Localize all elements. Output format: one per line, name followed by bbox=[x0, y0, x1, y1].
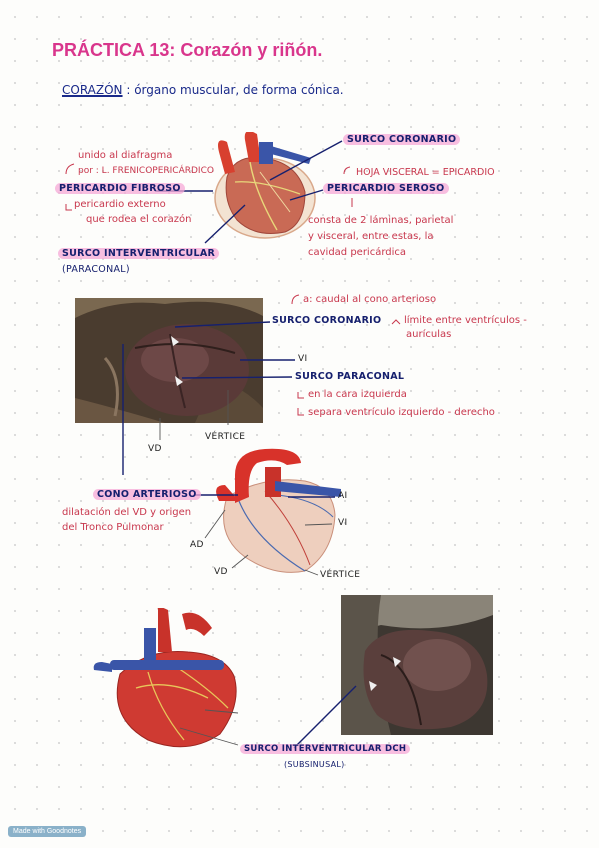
label-surco-interventricular-dch: SURCO INTERVENTRICULAR DCH bbox=[240, 744, 411, 754]
note-limite-1: límite entre ventrículos - bbox=[404, 315, 527, 326]
dissected-heart-closeup-photo bbox=[341, 595, 493, 735]
dissected-heart-photo bbox=[75, 298, 263, 423]
heart-pericardium-illustration bbox=[205, 132, 320, 242]
goodnotes-badge: Made with Goodnotes bbox=[8, 826, 87, 837]
note-unido-2: por : L. FRENICOPERICÁRDICO bbox=[78, 166, 214, 176]
label-cono-arterioso: CONO ARTERIOSO bbox=[93, 489, 201, 500]
heart-left-view-illustration bbox=[205, 445, 343, 580]
page-title: PRÁCTICA 13: Corazón y riñón. bbox=[52, 40, 323, 60]
heart-definition-text: : órgano muscular, de forma cónica. bbox=[126, 83, 344, 97]
note-unido-1: unido al diafragma bbox=[78, 150, 173, 161]
note-seroso-3: cavidad pericárdica bbox=[308, 247, 407, 258]
label-ai: AI bbox=[338, 491, 348, 501]
label-surco-paraconal: SURCO PARACONAL bbox=[295, 371, 405, 382]
note-seroso-2: y visceral, entre estas, la bbox=[308, 231, 434, 242]
label-vertice-photo: VÉRTICE bbox=[205, 432, 246, 442]
heart-right-view-illustration bbox=[88, 608, 246, 753]
label-pericardio-seroso: PERICARDIO SEROSO bbox=[323, 183, 449, 194]
heart-term: CORAZÓN bbox=[62, 83, 123, 97]
note-fibroso-1: pericardio externo bbox=[74, 199, 166, 210]
note-dilatacion-1: dilatación del VD y origen bbox=[62, 507, 192, 518]
label-vi-illustration: VI bbox=[338, 518, 348, 528]
label-subsinusal: (SUBSINUSAL) bbox=[284, 760, 345, 769]
note-seroso-1: consta de 2 láminas, parietal bbox=[308, 215, 454, 226]
label-vd-photo: VD bbox=[148, 444, 162, 454]
label-surco-coronario-1: SURCO CORONARIO bbox=[343, 134, 461, 145]
heart-definition: CORAZÓN : órgano muscular, de forma cóni… bbox=[62, 83, 344, 97]
note-fibroso-2: que rodea el corazón bbox=[86, 214, 192, 225]
note-separa: separa ventrículo izquierdo - derecho bbox=[308, 407, 495, 418]
note-dilatacion-2: del Tronco Pulmonar bbox=[62, 522, 164, 533]
label-ad: AD bbox=[190, 540, 204, 550]
label-vertice-illustration: VÉRTICE bbox=[320, 570, 361, 580]
label-surco-interventricular: SURCO INTERVENTRICULAR bbox=[58, 248, 220, 259]
note-cara-izquierda: en la cara izquierda bbox=[308, 389, 407, 400]
note-limite-2: aurículas bbox=[406, 329, 452, 340]
note-caudal: a: caudal al cono arterioso bbox=[303, 294, 437, 305]
label-paraconal-note: (PARACONAL) bbox=[62, 264, 130, 275]
note-hoja-visceral: HOJA VISCERAL = EPICARDIO bbox=[356, 167, 495, 178]
label-surco-coronario-2: SURCO CORONARIO bbox=[272, 315, 382, 326]
label-pericardio-fibroso: PERICARDIO FIBROSO bbox=[55, 183, 185, 194]
label-vd-illustration: VD bbox=[214, 567, 228, 577]
label-vi-photo: VI bbox=[298, 354, 308, 364]
